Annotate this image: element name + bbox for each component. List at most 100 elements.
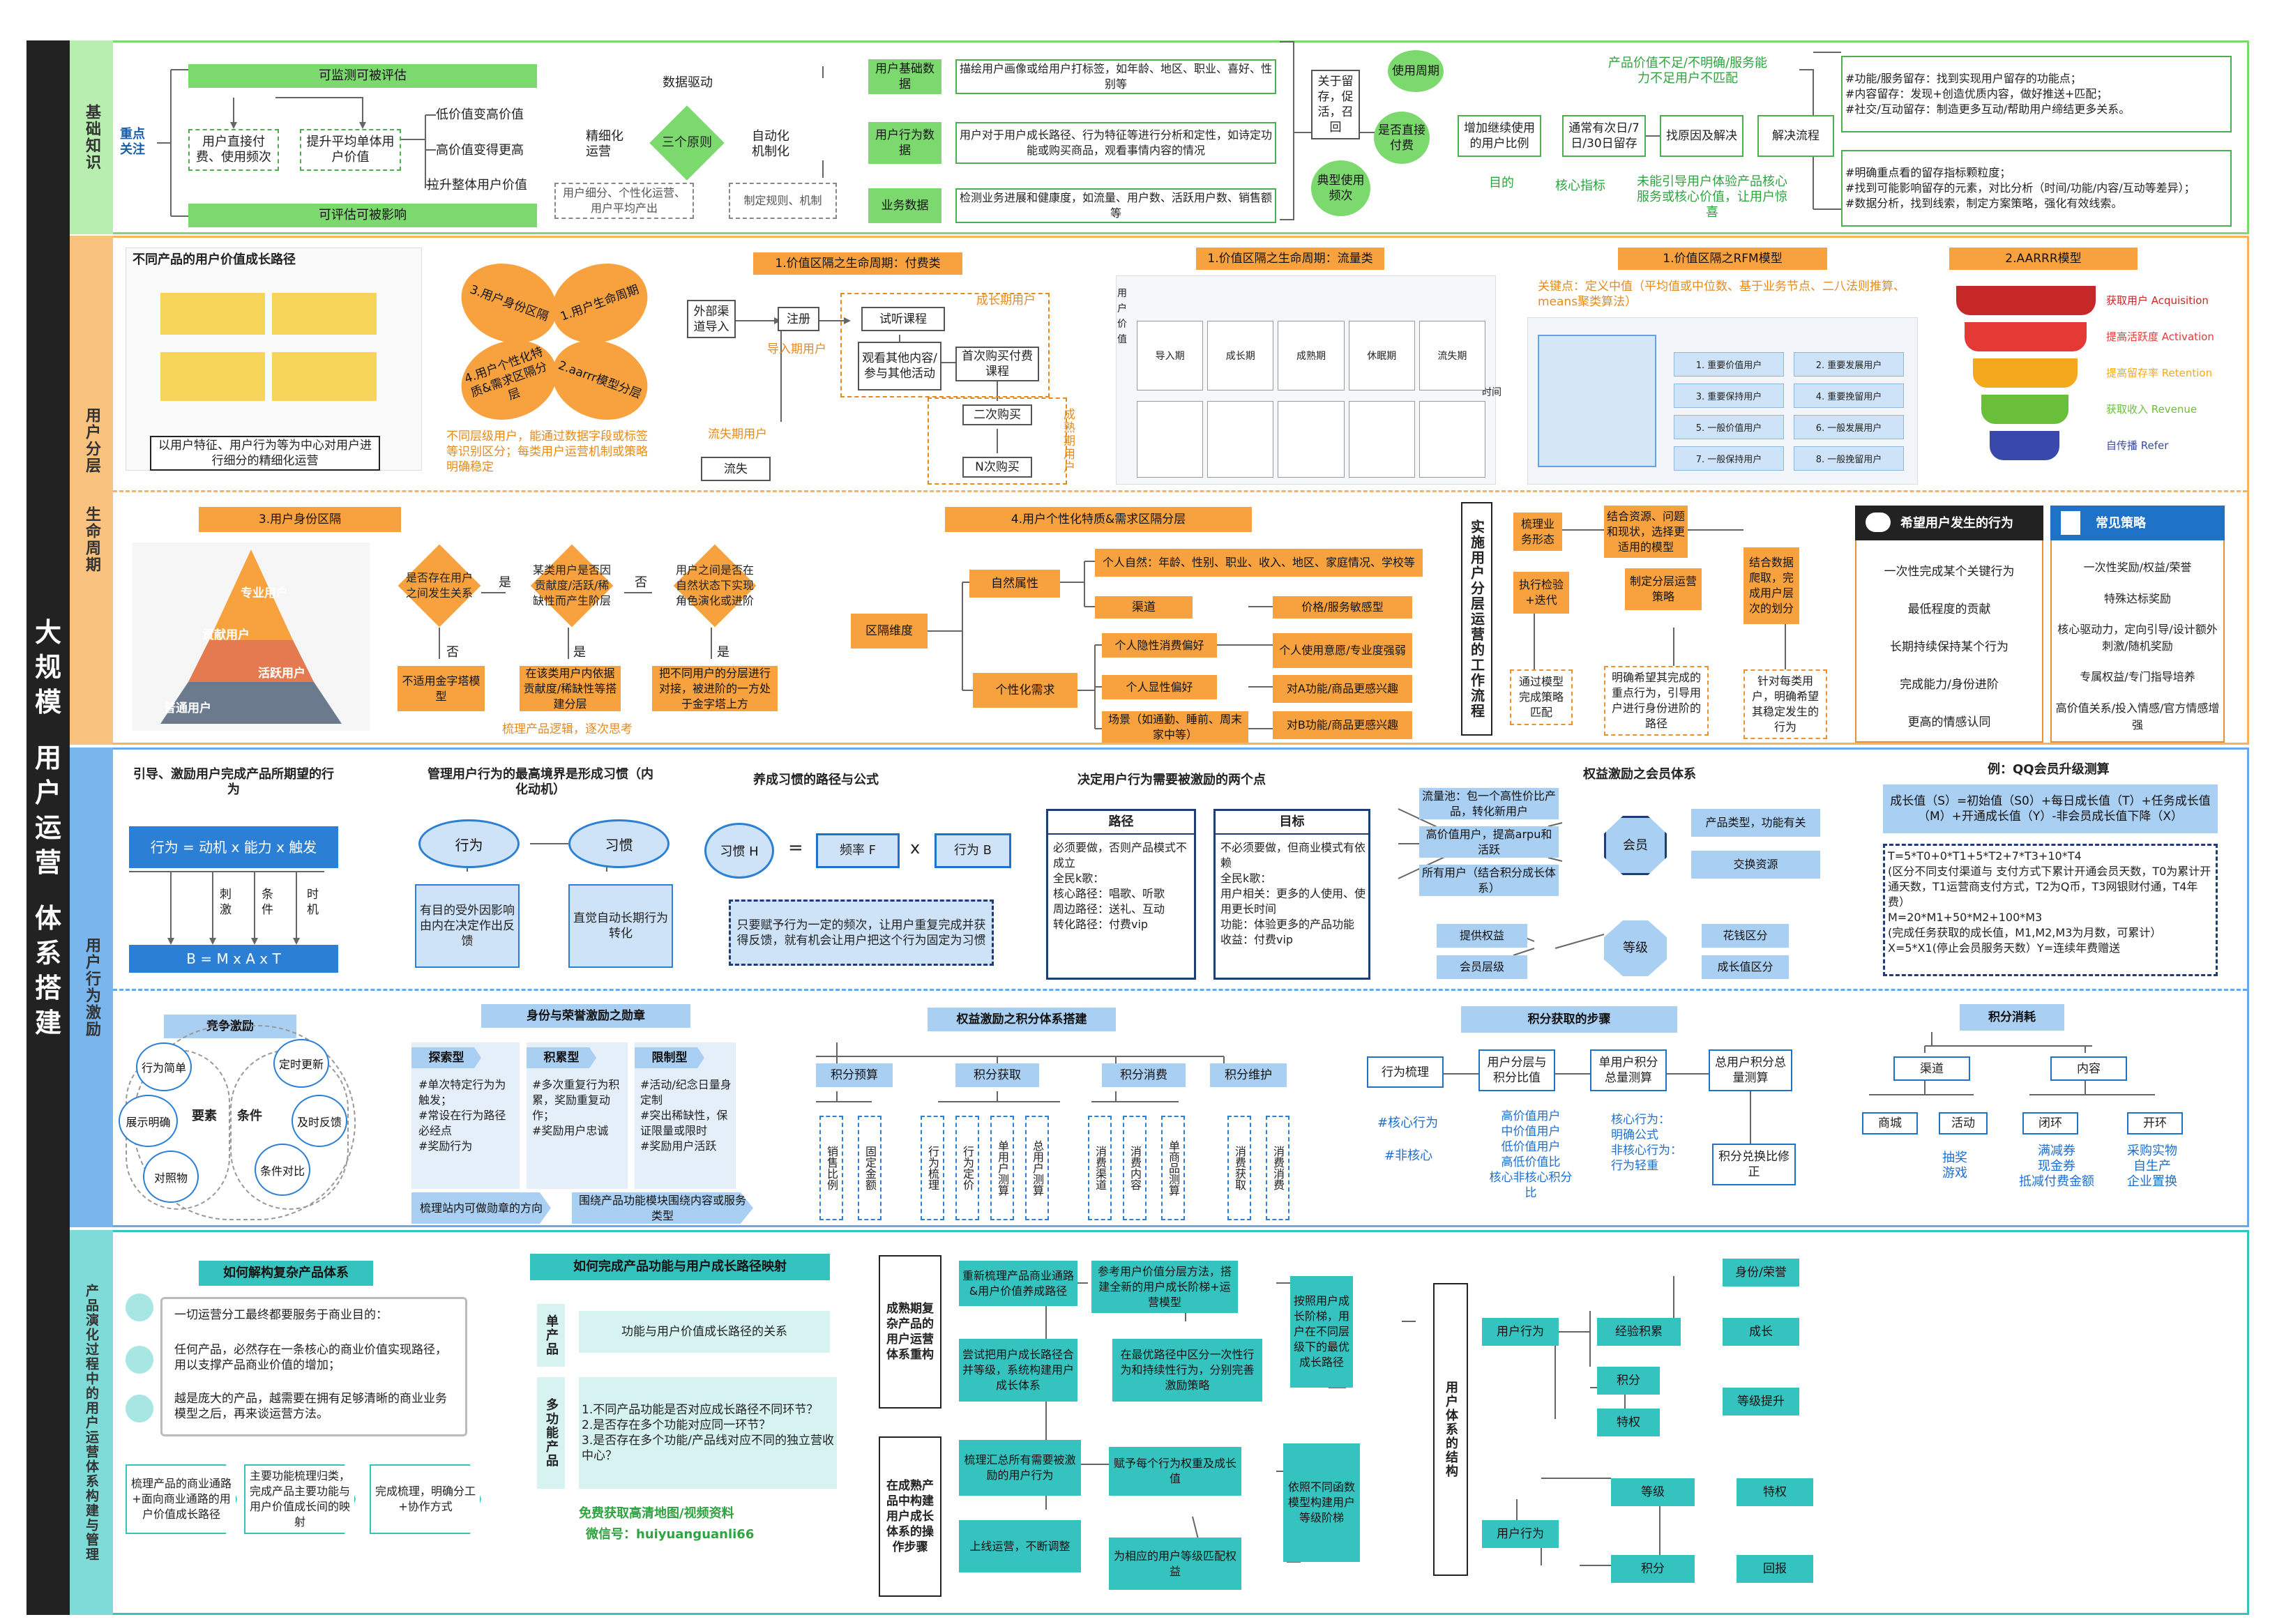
consume-activity: 活动 [1939,1112,1988,1134]
rfm-title: 1.价值区隔之RFM模型 [1618,248,1827,270]
st-points-2: 积分 [1611,1555,1695,1583]
mature-2: 参考用户价值分层方法，搭建全新的用户成长阶梯+运营模型 [1091,1261,1238,1313]
member-m3: 所有用户（结合积分成长体系） [1419,865,1559,896]
side-title-bar: 大 规 模 用 户 运 营 体 系 搭 建 [27,40,70,1615]
retention-note: 关于留存，促活，召回 [1311,70,1360,139]
yes-label: 是 [499,575,511,590]
hope-item: 最低程度的贡献 [1907,602,1991,616]
rfm-item: 7. 一般保持用户 [1674,446,1784,471]
comp-feedback: 及时反馈 [292,1095,347,1147]
decompose-panel [160,1297,467,1436]
lc-import-label: 导入期用户 [767,342,826,356]
chain-4: 解决流程 [1757,115,1834,157]
mature-5: 在最优路径中区分一次性行为和持续性行为，分别完善激励策略 [1112,1339,1262,1402]
decompose-title: 如何解构复杂产品体系 [199,1261,373,1286]
divider [113,989,2247,991]
comp-cond: 条件 [237,1109,262,1123]
hope-list: 一次性完成某个关键行为最低程度的贡献长期持续保持某个行为完成能力/身份进阶更高的… [1855,551,2043,739]
lc-browse: 观看其他内容/参与其他活动 [858,342,941,390]
st-id: 身份/荣誉 [1723,1259,1799,1287]
flow-stage: 成熟期 [1278,321,1345,390]
aarrr-title: 2.AARRR模型 [1949,248,2138,270]
purpose-box: 有目的受外因影响由内在决定作出反馈 [415,884,520,968]
wf-model: 结合资源、问题和现状，选择更适用的模型 [1604,506,1688,558]
ps-step-5: 积分兑换比修正 [1712,1144,1796,1185]
lc-first-buy: 首次购买付费课程 [955,347,1039,381]
ps-natural: 自然属性 [969,570,1060,598]
wf-data: 结合数据爬取，完成用户层次的划分 [1743,547,1799,624]
times-sign: x [910,838,921,858]
stim-1: 刺激 [220,888,232,917]
use-cycle: 使用周期 [1388,50,1444,92]
rfm-cube [1538,335,1656,467]
strategy-title: 常见策略 [2096,516,2146,531]
dec-step-1: 梳理产品的商业通路+面向商业通路的用户价值成长路径 [126,1464,237,1534]
ps-channel: 渠道 [1095,596,1193,619]
usage-frequency: 典型使用频次 [1311,160,1370,216]
qq-detail: T=5*T0+0*T1+5*T2+7*T3+10*T4 (区分不同支付渠道与 支… [1883,844,2218,976]
mapping-title: 如何完成产品功能与用户成长路径映射 [530,1254,830,1280]
points-earn: 积分获取 [955,1063,1039,1087]
badge-accum-text: #多次重复行为积累，奖励重复动作； #奖励用户忠诚 [532,1078,620,1137]
rfm-item: 6. 一般发展用户 [1794,415,1904,439]
decompose-3: 越是庞大的产品，越需要在拥有足够清晰的商业业务模型之后，再来谈运营方法。 [174,1392,447,1421]
st-exp: 经验积累 [1597,1318,1681,1346]
value-gap-note: 产品价值不足/不明确/服务能力不足用户不匹配 [1607,56,1768,86]
st-points: 积分 [1597,1367,1660,1395]
section-label-segmentation: 用户分层生命周期 [70,236,113,745]
rfm-item: 8. 一般挽留用户 [1794,446,1904,471]
user-behavior-data: 用户行为数据 [868,122,941,164]
lc-growth-frame [840,293,1050,397]
lc-churn: 流失 [701,457,771,481]
direct-pay: 是否直接付费 [1374,112,1430,164]
consume-lottery: 抽奖 游戏 [1942,1151,1967,1181]
strategy-item: 核心驱动力，定向引导/设计额外刺激/随机奖励 [2057,622,2218,653]
section-label-product-evolution: 产品演化过程中的用户运营体系构建与管理 [70,1230,113,1615]
goal-label: 目的 [1489,176,1514,190]
ps-hidden-pref: 个人隐性消费偏好 [1102,633,1217,658]
bmat-formula: B = M x A x T [129,945,338,973]
ps-personal: 个性化需求 [973,673,1077,708]
measurable-bar: 可监测可被评估 [188,64,537,88]
member-octagon: 会员 [1604,816,1667,875]
high-higher: 高价值变得更高 [436,143,524,158]
focus-label: 重点关注 [120,127,145,157]
hope-item: 长期持续保持某个行为 [1890,639,2009,654]
flow-stage-row: 导入期成长期成熟期休眠期流失期 [1137,321,1486,390]
growth-1: 梳理汇总所有需要被激励的用户行为 [959,1440,1081,1496]
ps-tiers: 高价值用户 中价值用户 低价值用户 高低价值比 核心非核心积分比 [1489,1109,1573,1200]
aarrr-label: 自传播 Refer [2106,439,2169,452]
guide-note: 未能引导用户体验产品核心服务或核心价值，让用户惊喜 [1637,174,1787,220]
chain-2: 通常有次日/7日/30日留存 [1562,115,1646,157]
hope-item: 更高的情感认同 [1907,715,1991,729]
strategy-item: 专属权益/专门指导培养 [2080,670,2195,684]
flow-detail-row [1137,401,1486,478]
flag-icon [2061,511,2080,535]
level-pay: 花钱区分 [1702,924,1789,948]
intuition-box: 直觉自动长期行为转化 [568,884,673,968]
auto-label: 自动化机制化 [752,129,789,159]
refine-label: 精细化运营 [586,129,623,159]
pay-box: 用户直接付费、使用频次 [188,129,279,171]
wf-stable-behavior: 针对每类用户，明确希望其稳定发生的行为 [1743,669,1827,739]
rfm-item: 2. 重要发展用户 [1794,352,1904,377]
st-user: 用户行为 [1482,1318,1559,1346]
workflow-title: 实施用户分层运营的工作流程 [1461,502,1492,736]
pyramid-graphic [160,549,342,724]
quadrant [160,293,265,335]
points-leaf: 消费渠道 [1088,1116,1112,1220]
bullet-icon [126,1346,153,1374]
points-leaves: 销售比例固定金额行为梳理行为定价单用户测算总用户测算消费渠道消费内容单商品测算消… [819,1116,1301,1220]
business-data-desc: 检测业务进展和健康度，如流量、用户数、活跃用户数、销售额等 [955,188,1276,223]
target-header: 目标 [1216,811,1368,835]
ps-feature-a: 对A功能/商品更感兴趣 [1273,675,1412,703]
bullet-icon [126,1293,153,1321]
aarrr-label: 提高留存率 Retention [2106,367,2213,379]
side-char: 用 [34,743,61,773]
path-header: 路径 [1048,811,1194,835]
member-m5: 交换资源 [1691,851,1820,879]
aarrr-layer [1956,286,2096,315]
side-char: 建 [34,1008,61,1038]
retention-types: #功能/服务留存：找到实现用户留存的功能点； #内容留存：发现+创造优质内容，做… [1841,56,2232,132]
